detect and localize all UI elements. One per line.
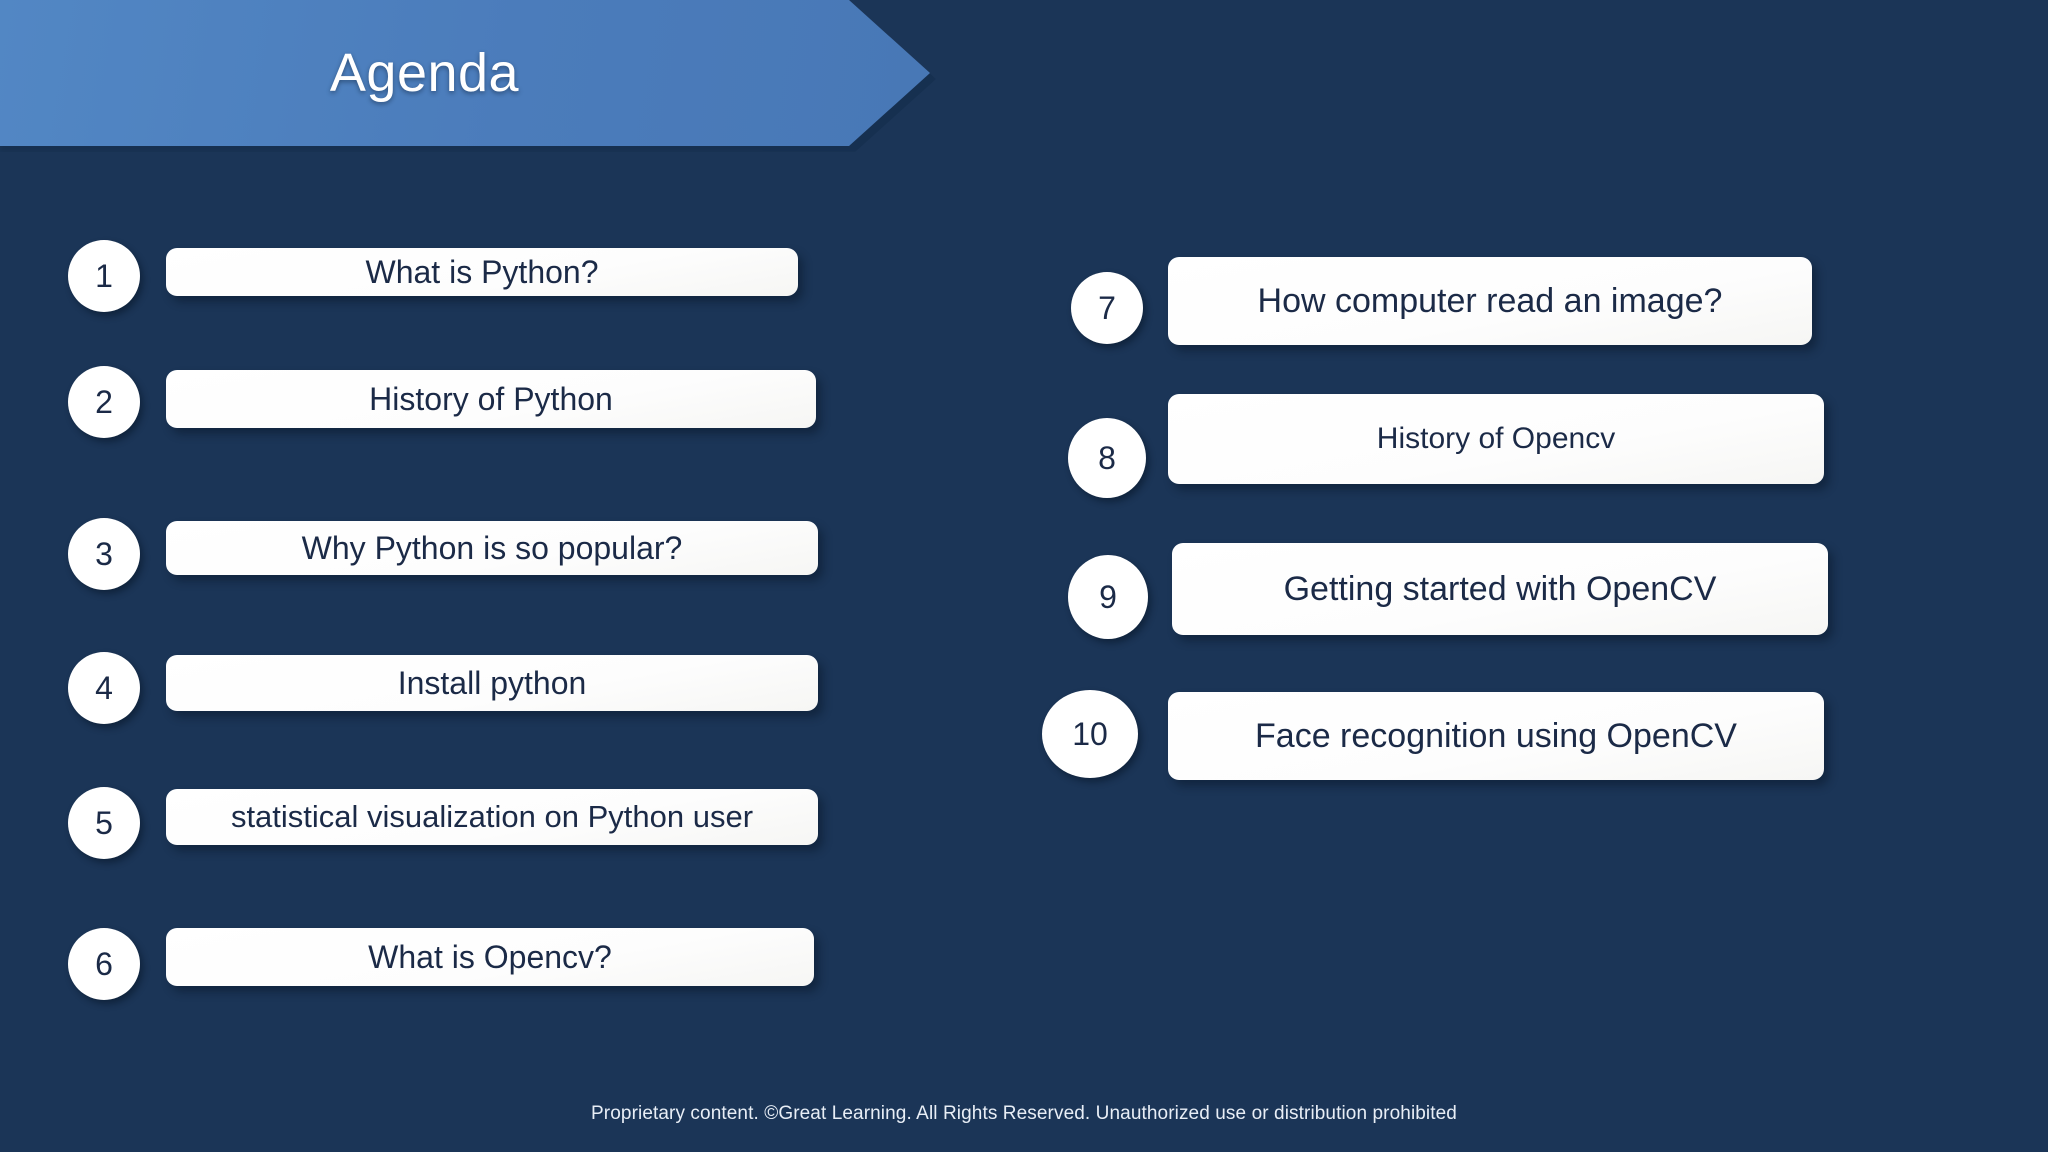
agenda-label-4[interactable]: Install python — [166, 655, 818, 711]
agenda-label-10[interactable]: Face recognition using OpenCV — [1168, 692, 1824, 780]
footer-copyright: Proprietary content. ©Great Learning. Al… — [591, 1103, 1457, 1124]
agenda-number-6: 6 — [68, 928, 140, 1000]
agenda-number-1: 1 — [68, 240, 140, 312]
agenda-label-3[interactable]: Why Python is so popular? — [166, 521, 818, 575]
agenda-number-2: 2 — [68, 366, 140, 438]
page-title: Agenda — [329, 43, 520, 103]
agenda-number-10: 10 — [1042, 690, 1138, 778]
agenda-label-2[interactable]: History of Python — [166, 370, 816, 428]
agenda-label-7[interactable]: How computer read an image? — [1168, 257, 1812, 345]
agenda-number-8: 8 — [1068, 418, 1146, 498]
agenda-number-4: 4 — [68, 652, 140, 724]
agenda-label-9[interactable]: Getting started with OpenCV — [1172, 543, 1828, 635]
agenda-label-5[interactable]: statistical visualization on Python user — [166, 789, 818, 845]
agenda-number-9: 9 — [1068, 555, 1148, 639]
agenda-number-5: 5 — [68, 787, 140, 859]
agenda-number-3: 3 — [68, 518, 140, 590]
agenda-label-1[interactable]: What is Python? — [166, 248, 798, 296]
agenda-label-8[interactable]: History of Opencv — [1168, 394, 1824, 484]
header-banner-chevron — [0, 0, 930, 146]
agenda-label-6[interactable]: What is Opencv? — [166, 928, 814, 986]
agenda-number-7: 7 — [1071, 272, 1143, 344]
header-banner: Agenda — [0, 0, 936, 152]
